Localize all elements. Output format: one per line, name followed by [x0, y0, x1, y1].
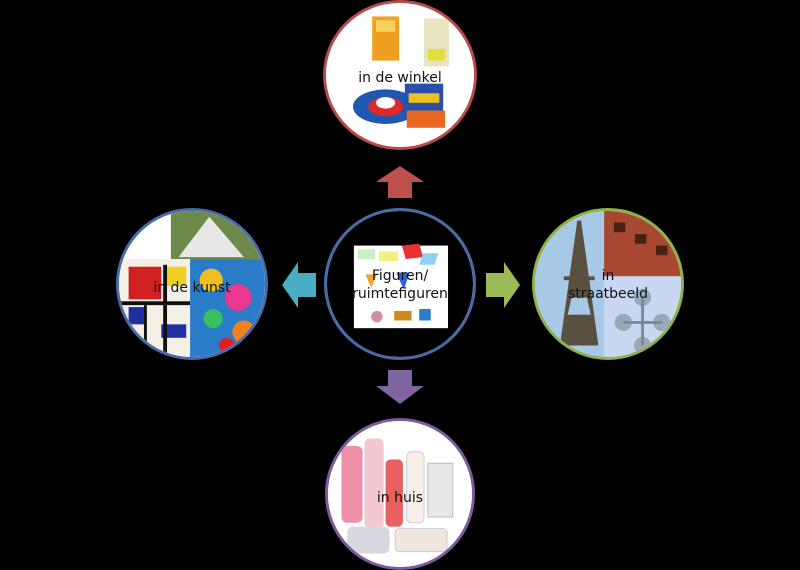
bottom-label: in huis	[376, 490, 424, 506]
right-label-line1: in	[601, 268, 615, 284]
city-collage-image	[535, 211, 681, 357]
groceries-image	[326, 3, 474, 147]
top-label: in de winkel	[358, 70, 442, 86]
arrow-left-icon	[282, 262, 316, 308]
arrow-right-icon	[486, 262, 520, 308]
left-label: in de kunst	[153, 280, 231, 296]
bottom-node: in huis	[325, 418, 475, 570]
center-node: Figuren/ ruimtefiguren	[324, 208, 476, 360]
arrow-up-icon	[376, 166, 424, 198]
center-label-line1: Figuren/	[371, 268, 429, 284]
art-collage-image	[119, 211, 265, 357]
top-node: in de winkel	[323, 0, 477, 150]
right-label: in straatbeeld	[535, 267, 681, 303]
right-node: in straatbeeld	[532, 208, 684, 360]
center-label: Figuren/ ruimtefiguren	[327, 267, 473, 303]
center-label-line2: ruimtefiguren	[352, 286, 448, 302]
left-node: in de kunst	[116, 208, 268, 360]
household-items-image	[328, 421, 472, 567]
right-label-line2: straatbeeld	[567, 286, 649, 302]
shapes-collage-image	[327, 211, 473, 357]
arrow-down-icon	[376, 370, 424, 404]
